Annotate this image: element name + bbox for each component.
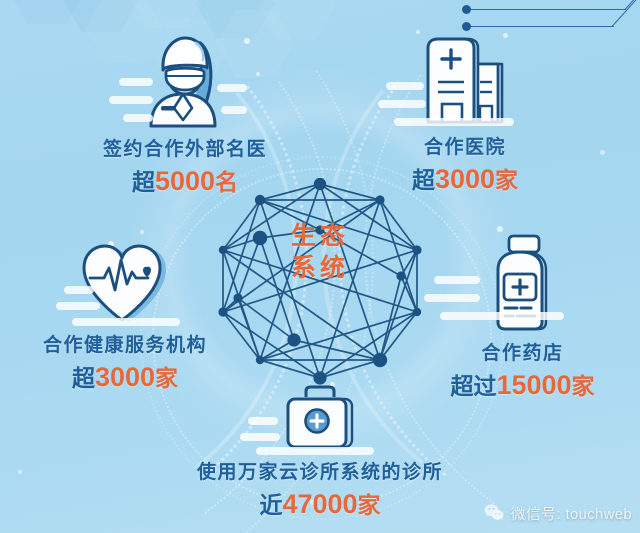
stat-label: 合作医院 (423, 137, 506, 158)
watermark-text: 微信号: touchweb (510, 505, 632, 523)
connector-dot (462, 5, 471, 14)
value-prefix: 超 (71, 365, 95, 391)
value-prefix: 超 (411, 167, 435, 193)
value-prefix: 近 (259, 492, 283, 518)
stat-clinics: 使用万家云诊所系统的诊所 近47000家 (170, 385, 470, 520)
speed-streak (217, 84, 247, 92)
value-number: 15000 (496, 370, 572, 400)
speck (600, 150, 605, 155)
speed-streak (109, 96, 153, 104)
connector-line (468, 26, 614, 27)
stat-doctors: 签约合作外部名医 超5000名 (60, 22, 310, 197)
value-suffix: 家 (495, 167, 519, 193)
hexagon-shape (8, 0, 86, 24)
kit-icon-wrap (240, 385, 374, 457)
speed-streak (439, 312, 564, 320)
value-number: 3000 (434, 164, 496, 194)
value-prefix: 超过 (450, 373, 497, 399)
stat-value: 超5000名 (60, 163, 310, 197)
hospital-icon (426, 37, 504, 124)
network-graph (198, 178, 442, 388)
connector-line (468, 9, 626, 10)
doctor-icon (149, 36, 217, 128)
speed-streak (423, 294, 480, 302)
watermark: 微信号: touchweb (483, 502, 632, 524)
value-prefix: 超 (131, 169, 155, 195)
stat-health-services: 合作健康服务机构 超3000家 (15, 238, 235, 393)
speed-streak (123, 114, 153, 122)
speed-streak (72, 318, 180, 326)
stat-label: 合作药店 (481, 343, 564, 364)
speed-streak (119, 78, 153, 86)
value-suffix: 家 (571, 373, 595, 399)
stat-value: 近47000家 (170, 486, 470, 520)
stat-hospitals: 合作医院 超3000家 (350, 30, 580, 195)
speed-streak (394, 118, 514, 126)
heart-icon-wrap (56, 238, 180, 330)
heart-ecg-icon (82, 244, 166, 322)
value-number: 47000 (282, 489, 358, 519)
speed-streak (386, 82, 424, 90)
speck (140, 230, 144, 234)
value-number: 3000 (94, 362, 156, 392)
hospital-icon-wrap (378, 30, 520, 132)
value-number: 5000 (154, 166, 216, 196)
value-suffix: 名 (215, 169, 239, 195)
stat-value: 超过15000家 (415, 367, 630, 401)
stat-label: 合作健康服务机构 (42, 335, 207, 356)
speed-streak (256, 447, 374, 455)
wechat-icon (484, 504, 503, 521)
value-suffix: 家 (155, 365, 179, 391)
stat-pharmacies: 合作药店 超过15000家 (415, 228, 630, 401)
doctor-icon-wrap (109, 22, 247, 134)
speed-streak (221, 106, 247, 114)
connector-line (624, 0, 640, 10)
speed-streak (433, 276, 480, 284)
center-label: 生态 系统 (198, 220, 442, 284)
speed-streak (248, 417, 278, 425)
center-label-line1: 生态 (290, 222, 349, 250)
speed-streak (378, 100, 426, 108)
stat-value: 超3000家 (350, 161, 580, 195)
connector-line (611, 0, 638, 27)
value-suffix: 家 (357, 492, 381, 518)
speed-streak (240, 433, 280, 441)
speed-streak (64, 286, 94, 294)
bottle-icon-wrap (423, 228, 578, 338)
speck (18, 470, 22, 474)
stat-label: 使用万家云诊所系统的诊所 (196, 462, 443, 483)
stat-label: 签约合作外部名医 (102, 139, 267, 160)
stat-value: 超3000家 (15, 359, 235, 393)
center-label-line2: 系统 (290, 254, 349, 282)
speed-streak (56, 302, 100, 310)
medicine-bottle-icon (496, 234, 547, 331)
